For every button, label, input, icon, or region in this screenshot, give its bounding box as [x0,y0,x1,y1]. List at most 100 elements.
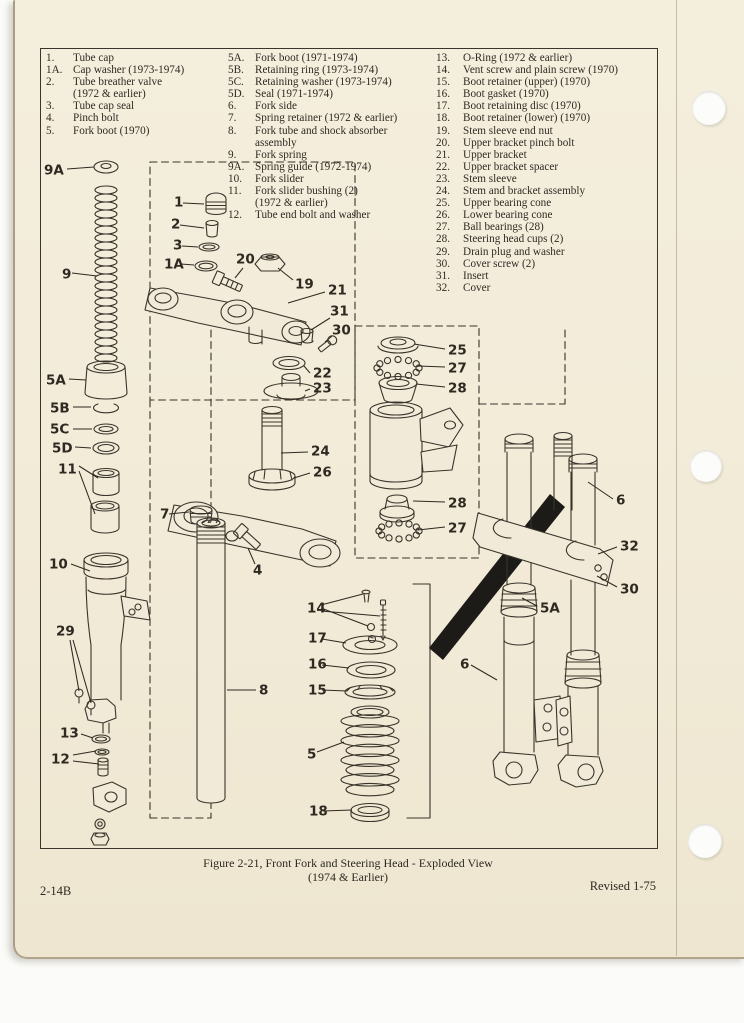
part-name: Tube end bolt and washer [255,209,371,222]
parts-list-item: 24.Stem and bracket assembly [436,185,655,197]
part-number: 19. [436,124,450,137]
parts-list-column-3: 13. O-Ring (1972 & earlier) 14. Vent screw … [436,52,655,294]
part-name: Boot gasket (1970) [463,88,549,101]
parts-list-item: 9A. Spring guide (1972-1974) [228,161,434,173]
part-name: Fork spring [255,148,307,161]
part-number: 21. [436,148,450,161]
part-name: Boot retainer (lower) (1970) [463,112,591,125]
part-number: 3. [46,100,55,113]
page-crease-line [676,0,677,956]
part-number: 29. [436,245,450,258]
parts-list-item: 17. Boot retaining disc (1970) [436,100,655,112]
parts-list-item: 15. Boot retainer (upper) (1970) [436,76,655,88]
part-name: Stem sleeve end nut [463,124,553,137]
part-name: Spring retainer (1972 & earlier) [255,112,398,125]
part-name: Insert [463,269,489,282]
part-number: 11. [228,185,242,198]
part-number: 14. [436,64,450,77]
part-name: Lower bearing cone [463,209,553,222]
part-name: Drain plug and washer [463,245,565,258]
part-name: Vent screw and plain screw (1970) [463,64,619,77]
part-number: 2. [46,76,55,89]
part-name: Upper bracket pinch bolt [463,136,575,149]
part-number: 31. [436,269,450,282]
part-name: Tube breather valve (1972 & earlier) [73,76,163,101]
part-number: 17. [436,100,450,113]
parts-list-item: 4.Pinch bolt [46,112,227,124]
part-number: 9. [228,148,237,161]
part-number: 9A. [228,160,245,173]
part-number: 5C. [228,76,244,89]
part-number: 22. [436,160,450,173]
parts-list-item: 23.Stem sleeve [436,173,655,185]
part-number: 1. [46,52,55,64]
part-number: 28. [436,233,450,246]
figure-caption-line2: (1974 & Earlier) [308,870,388,884]
page-number: 2-14B [40,884,72,898]
parts-list-item: 9. Fork spring [228,149,434,161]
part-name: Fork tube and shock absorber assembly [255,124,388,149]
part-name: Spring guide (1972-1974) [255,160,372,173]
parts-list-item: 6.Fork side [228,100,434,112]
parts-list-item: 29. Drain plug and washer [436,246,655,258]
parts-list-item: 16. Boot gasket (1970) [436,88,655,100]
part-name: Retaining ring (1973-1974) [255,64,379,77]
part-name: Fork slider [255,172,304,185]
part-number: 8. [228,124,237,137]
parts-list-item: 19. Stem sleeve end nut [436,125,655,137]
part-number: 23. [436,172,450,185]
part-name: Boot retainer (upper) (1970) [463,76,591,89]
part-number: 16. [436,88,450,101]
part-number: 5A. [228,52,245,64]
parts-list-item: 18.Boot retainer (lower) (1970) [436,112,655,124]
part-number: 5B. [228,64,244,77]
parts-list-item: 30.Cover screw (2) [436,258,655,270]
part-name: Upper bearing cone [463,197,552,210]
parts-list-item: 5.Fork boot (1970) [46,125,227,137]
parts-list-item: 27. Ball bearings (28) [436,221,655,233]
part-number: 30. [436,257,450,270]
figure-border-box [40,48,658,849]
part-name: Boot retaining disc (1970) [463,100,581,113]
part-name: Fork slider bushing (2) (1972 & earlier) [255,185,358,210]
part-number: 27. [436,221,450,234]
part-number: 15. [436,76,450,89]
part-number: 5. [46,124,55,137]
revision-note: Revised 1-75 [589,879,656,893]
parts-list-column-2: 5A.Fork boot (1971-1974)5B. Retaining rin… [228,52,434,221]
parts-list-item: 25. Upper bearing cone [436,197,655,209]
parts-list-item: 13. O-Ring (1972 & earlier) [436,52,655,64]
part-name: Seal (1971-1974) [255,88,333,101]
part-number: 7. [228,112,237,125]
parts-list-item: 20.Upper bracket pinch bolt [436,137,655,149]
part-name: Cap washer (1973-1974) [73,64,185,77]
part-number: 4. [46,112,55,125]
part-number: 25. [436,197,450,210]
parts-list-item: 14. Vent screw and plain screw (1970) [436,64,655,76]
part-name: O-Ring (1972 & earlier) [463,52,573,64]
part-name: Ball bearings (28) [463,221,544,234]
punch-hole-middle [690,450,722,482]
parts-list-item: 3.Tube cap seal [46,100,227,112]
part-name: Stem and bracket assembly [463,185,586,198]
parts-list-item: 7. Spring retainer (1972 & earlier) [228,112,434,124]
parts-list-item: 12.Tube end bolt and washer [228,209,434,221]
parts-list-item: 5B. Retaining ring (1973-1974) [228,64,434,76]
part-number: 1A. [46,64,63,77]
part-name: Cover [463,281,491,294]
parts-list-item: 21.Upper bracket [436,149,655,161]
parts-list-item: 10.Fork slider [228,173,434,185]
part-name: Fork side [255,100,297,113]
parts-list-item: 1.Tube cap [46,52,227,64]
figure-caption: Figure 2-21, Front Fork and Steering Hea… [40,856,656,884]
parts-list-item: 5A.Fork boot (1971-1974) [228,52,434,64]
punch-hole-bottom [688,824,722,858]
parts-list-item: 28.Steering head cups (2) [436,233,655,245]
parts-list-item: 5C.Retaining washer (1973-1974) [228,76,434,88]
parts-list-item: 26.Lower bearing cone [436,209,655,221]
part-number: 13. [436,52,450,64]
parts-list-item: 32.Cover [436,282,655,294]
parts-list-item: 31. Insert [436,270,655,282]
